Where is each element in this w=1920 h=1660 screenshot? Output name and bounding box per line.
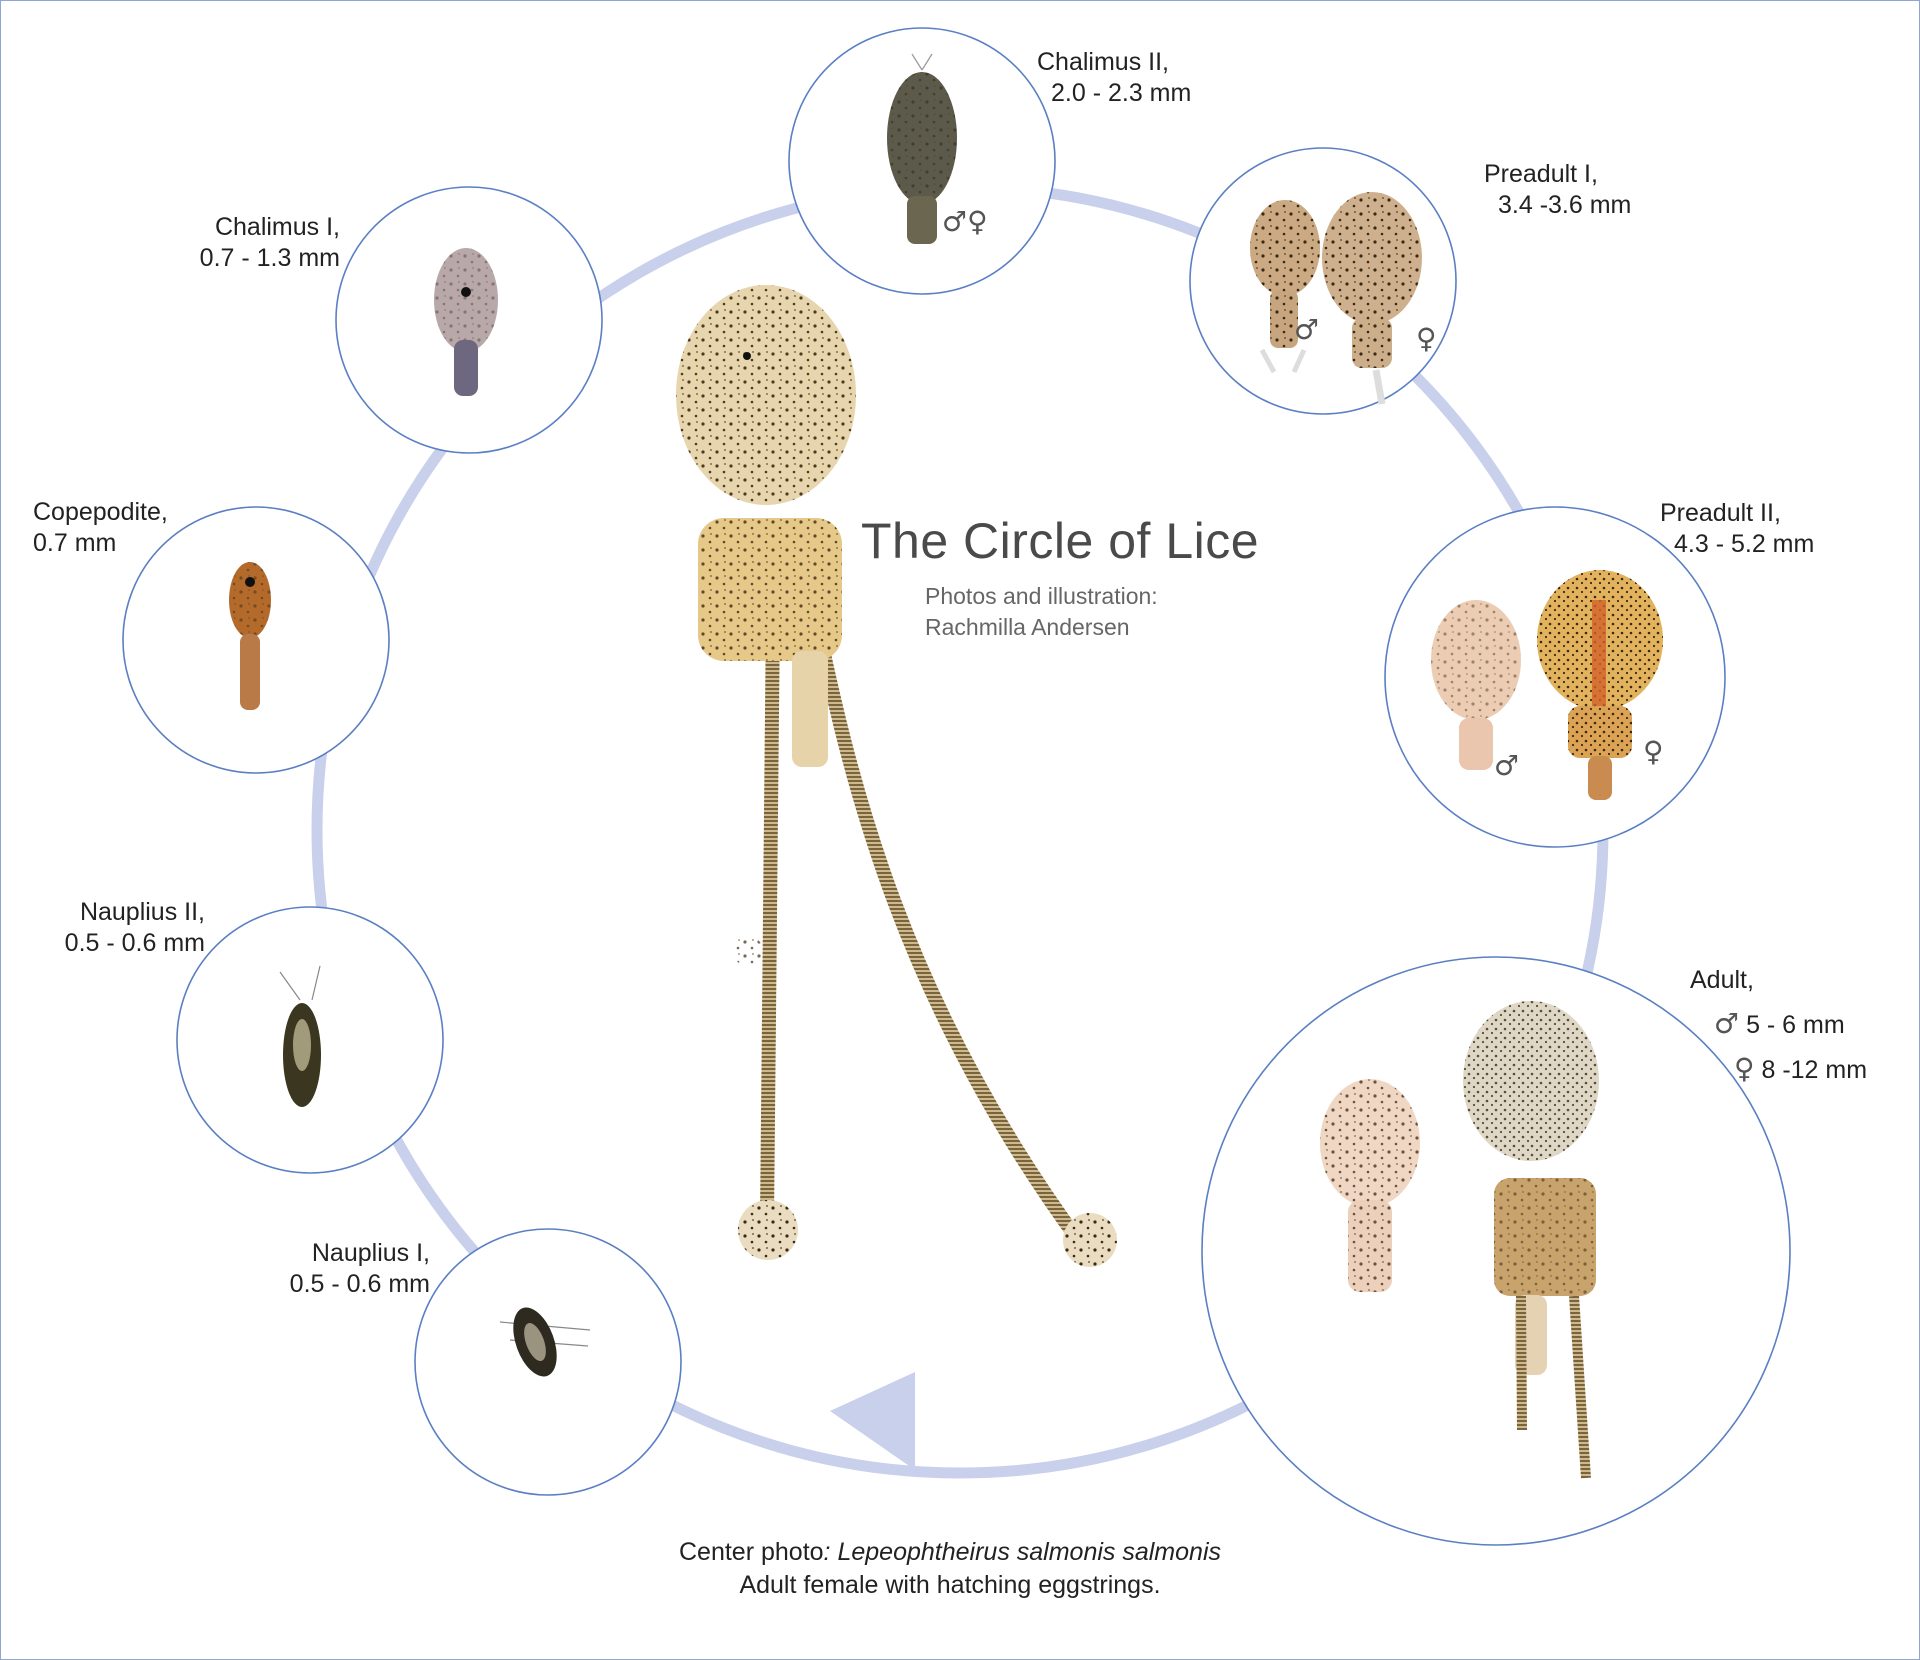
copepodite-size: 0.7 mm bbox=[33, 529, 117, 557]
nauplius1-size: 0.5 - 0.6 mm bbox=[289, 1270, 430, 1298]
credit-line-1: Photos and illustration: bbox=[925, 583, 1158, 609]
adult-male-specimen bbox=[1320, 1079, 1420, 1292]
preadult2-size: 4.3 - 5.2 mm bbox=[1674, 530, 1815, 558]
stage-circle-preadult1 bbox=[1189, 147, 1457, 415]
nauplius2-size: 0.5 - 0.6 mm bbox=[64, 929, 205, 957]
chalimus2-name: Chalimus II, bbox=[1037, 48, 1169, 76]
center-photo-caption: Center photo: Lepeophtheirus salmonis sa… bbox=[560, 1536, 1340, 1602]
caption-prefix: Center photo bbox=[679, 1538, 824, 1566]
photo-credit: Photos and illustration: Rachmilla Ander… bbox=[925, 581, 1158, 643]
adult-male-size: 5 - 6 mm bbox=[1746, 1011, 1845, 1039]
caption-line-2: Adult female with hatching eggstrings. bbox=[739, 1571, 1161, 1599]
direction-arrow bbox=[830, 1372, 915, 1470]
stage-circle-chalimus2 bbox=[788, 27, 1056, 295]
stage-circle-chalimus1 bbox=[335, 186, 603, 454]
egg-string-right bbox=[808, 610, 1084, 1245]
adult-name: Adult, bbox=[1690, 966, 1754, 994]
adult-female-size: 8 -12 mm bbox=[1761, 1056, 1868, 1084]
preadult1-female-specimen bbox=[1322, 192, 1422, 405]
diagram-title: The Circle of Lice bbox=[861, 513, 1260, 569]
label-preadult1: Preadult I, 3.4 -3.6 mm bbox=[1484, 159, 1631, 221]
stage-circle-preadult2 bbox=[1384, 506, 1726, 848]
chalimus1-specimen bbox=[434, 248, 498, 396]
preadult1-female-symbol: ♀ bbox=[1416, 322, 1437, 355]
copepodite-specimen bbox=[229, 562, 271, 710]
caption-line-1: Center photo: Lepeophtheirus salmonis sa… bbox=[560, 1536, 1340, 1569]
copepodite-name: Copepodite, bbox=[33, 498, 168, 526]
stage-circle-nauplius1 bbox=[414, 1228, 682, 1496]
preadult1-male-specimen bbox=[1250, 200, 1320, 374]
preadult2-name: Preadult II, bbox=[1660, 499, 1781, 527]
preadult2-female-symbol: ♀ bbox=[1643, 735, 1664, 768]
adult-female-symbol: ♀ bbox=[1734, 1052, 1755, 1085]
preadult2-female-specimen bbox=[1537, 570, 1663, 800]
label-chalimus2: Chalimus II, 2.0 - 2.3 mm bbox=[1037, 47, 1191, 109]
nauplius2-name: Nauplius II, bbox=[79, 898, 205, 926]
adult-male-symbol: ♂ bbox=[1714, 1007, 1740, 1040]
nauplius2-specimen bbox=[279, 965, 321, 1107]
adult-male-line: ♂ 5 - 6 mm bbox=[1690, 1002, 1867, 1047]
chalimus2-sex-symbols: ♂♀ bbox=[942, 205, 988, 238]
preadult2-male-symbol: ♂ bbox=[1494, 749, 1520, 782]
adult-female-specimen bbox=[1463, 1001, 1599, 1479]
credit-line-2: Rachmilla Andersen bbox=[925, 614, 1130, 640]
label-chalimus1: Chalimus I, 0.7 - 1.3 mm bbox=[140, 212, 340, 274]
center-specimen bbox=[676, 285, 1117, 1267]
label-adult: Adult, ♂ 5 - 6 mm ♀ 8 -12 mm bbox=[1690, 958, 1867, 1092]
label-nauplius2: Nauplius II, 0.5 - 0.6 mm bbox=[5, 897, 205, 959]
preadult2-male-specimen bbox=[1431, 600, 1521, 770]
caption-species: Lepeophtheirus salmonis salmonis bbox=[837, 1538, 1221, 1566]
stage-circle-nauplius2 bbox=[176, 906, 444, 1174]
adult-female-line: ♀ 8 -12 mm bbox=[1690, 1047, 1867, 1092]
egg-string-left bbox=[760, 611, 780, 1219]
label-copepodite: Copepodite, 0.7 mm bbox=[33, 497, 168, 559]
preadult1-size: 3.4 -3.6 mm bbox=[1498, 191, 1632, 219]
nauplius1-specimen bbox=[499, 1307, 591, 1377]
preadult1-name: Preadult I, bbox=[1484, 160, 1598, 188]
center-body-abdomen bbox=[792, 651, 828, 767]
stage-circle-adult bbox=[1201, 956, 1791, 1546]
caption-colon: : bbox=[823, 1538, 838, 1566]
chalimus1-name: Chalimus I, bbox=[214, 213, 340, 241]
stage-circle-copepodite bbox=[122, 506, 390, 774]
preadult1-male-symbol: ♂ bbox=[1294, 313, 1320, 346]
chalimus1-size: 0.7 - 1.3 mm bbox=[199, 244, 340, 272]
chalimus2-size: 2.0 - 2.3 mm bbox=[1051, 79, 1192, 107]
label-preadult2: Preadult II, 4.3 - 5.2 mm bbox=[1660, 498, 1814, 560]
label-nauplius1: Nauplius I, 0.5 - 0.6 mm bbox=[230, 1238, 430, 1300]
nauplius1-name: Nauplius I, bbox=[311, 1239, 430, 1267]
chalimus2-specimen bbox=[887, 53, 957, 244]
